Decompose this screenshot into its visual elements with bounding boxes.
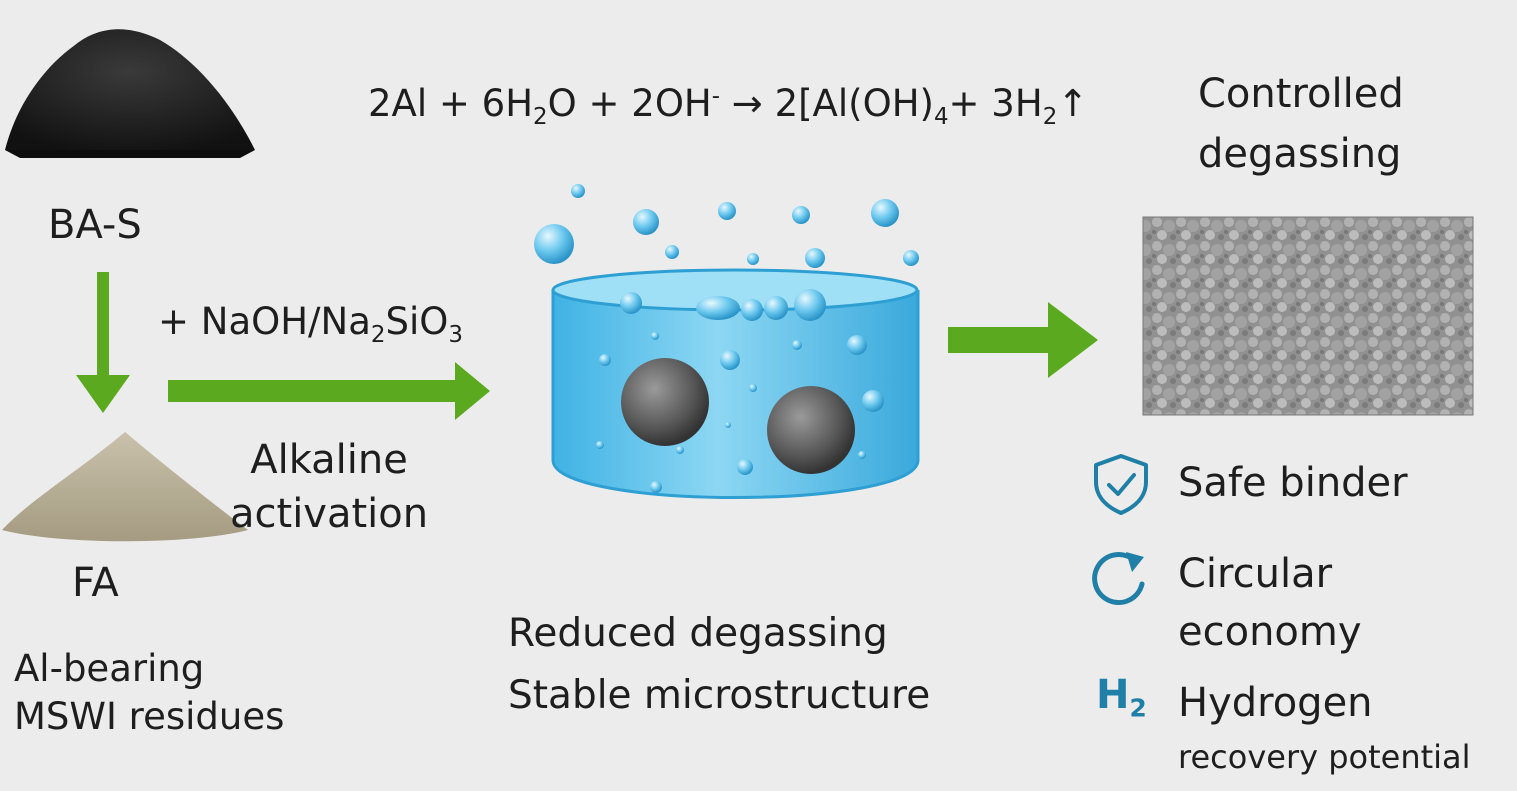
residue-line-2: MSWI residues (14, 695, 285, 738)
arrow-to-product (948, 302, 1098, 378)
h2-icon: H2 (1096, 672, 1147, 723)
eq-sub-1: 2 (533, 104, 548, 131)
residue-line-1: Al-bearing (14, 647, 205, 690)
shield-check-icon (1094, 454, 1148, 515)
benefit-circular-economy: Circular economy (1178, 545, 1362, 661)
residue-caption: Al-bearing MSWI residues (14, 645, 284, 741)
ba-s-label: BA-S (48, 202, 142, 248)
h2-icon-letter: H (1096, 672, 1130, 718)
eq-part-4: + 3H (948, 82, 1043, 125)
benefit-circular-line-2: economy (1178, 609, 1362, 655)
benefit-circular-line-1: Circular (1178, 551, 1333, 597)
eq-sub-3: 2 (1042, 104, 1058, 131)
reagent-sub-2: 3 (448, 322, 463, 349)
reaction-equation: 2Al + 6H2O + 2OH- → 2[Al(OH)4+ 3H2↑ (368, 82, 1088, 130)
arrow-down (76, 272, 130, 413)
benefit-safe-binder: Safe binder (1178, 460, 1408, 506)
eq-part-5: ↑ (1057, 82, 1089, 125)
eq-part-1: 2Al + 6H (368, 82, 534, 125)
eq-part-3: → 2[Al(OH) (720, 82, 934, 125)
circular-arrow-icon (1092, 552, 1145, 606)
arrow-to-beaker (168, 362, 490, 420)
eq-sup-1: - (711, 83, 721, 110)
h2-icon-sub: 2 (1129, 693, 1147, 723)
reagent-label: + NaOH/Na2SiO3 (158, 300, 463, 348)
fly-ash-cone (2, 432, 248, 542)
particle-sphere-right (767, 386, 855, 474)
right-outcome: Controlled degassing (1198, 64, 1404, 184)
center-outcome-line-1: Reduced degassing (508, 611, 888, 656)
fa-label: FA (72, 560, 119, 606)
process-line-2: activation (230, 491, 429, 537)
right-outcome-line-2: degassing (1198, 131, 1402, 177)
reagent-sub-1: 2 (370, 322, 386, 349)
reagent-prefix: + NaOH/Na (158, 300, 371, 343)
particle-sphere-left (621, 358, 709, 446)
benefit-hydrogen-line-2: recovery potential (1178, 738, 1471, 776)
bottom-ash-pile (5, 29, 255, 158)
process-caption: Alkaline activation (230, 433, 428, 541)
right-outcome-line-1: Controlled (1198, 71, 1404, 117)
center-outcome-line-2: Stable microstructure (508, 673, 931, 718)
center-outcome: Reduced degassing Stable microstructure (508, 603, 930, 727)
benefit-hydrogen-line-1: Hydrogen (1178, 680, 1373, 726)
porous-product-image (1142, 216, 1474, 416)
hydrogen-bubbles (534, 184, 919, 493)
process-line-1: Alkaline (250, 437, 408, 483)
eq-part-2: O + 2OH (547, 82, 712, 125)
reagent-mid: SiO (385, 300, 449, 343)
eq-sub-2: 4 (933, 104, 949, 131)
